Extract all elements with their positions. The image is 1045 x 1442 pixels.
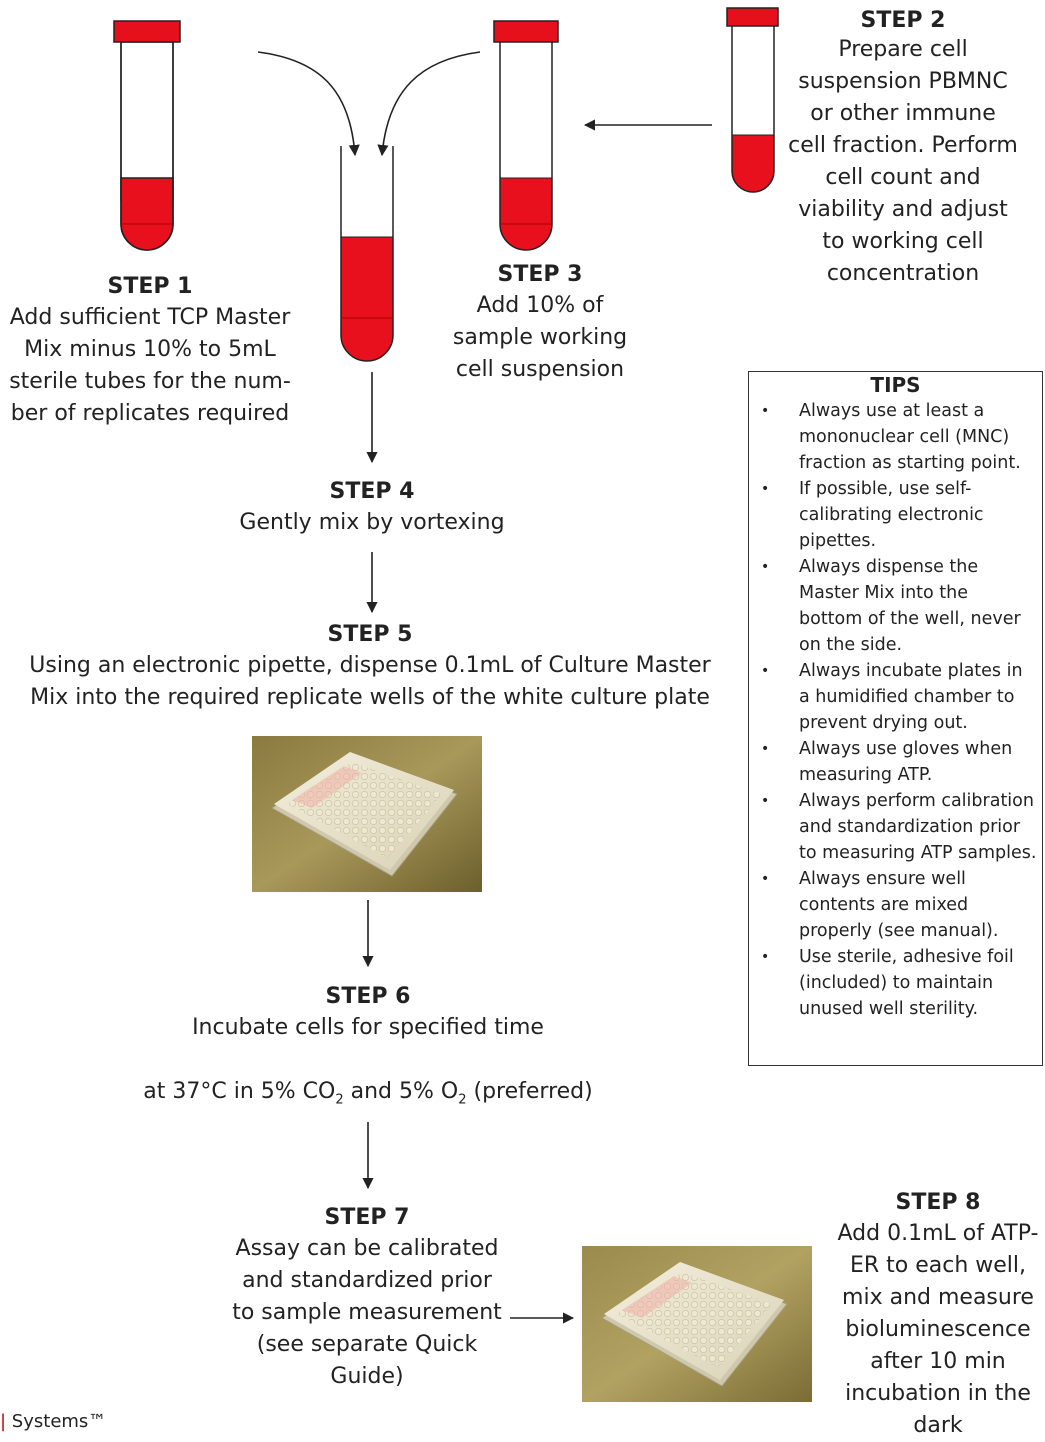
step6-title: STEP 6 [325, 984, 411, 1009]
tube-step2 [726, 7, 779, 193]
step3-body: Add 10% of sample working cell suspensio… [452, 293, 628, 382]
step8-title: STEP 8 [895, 1190, 981, 1215]
step4-title: STEP 4 [329, 479, 415, 504]
step3-title: STEP 3 [497, 262, 583, 287]
tube-cap [493, 20, 559, 43]
tube-mix [340, 146, 394, 362]
arrow-tube3-to-mix [377, 51, 481, 157]
tip-item: Use sterile, adhesive foil (included) to… [749, 944, 1042, 1022]
footer-brand: | Systems™ [0, 1411, 106, 1433]
tube-cap [113, 20, 181, 43]
step6-line1: Incubate cells for specified time [192, 1015, 544, 1040]
step6-line2-b: and 5% O [343, 1079, 459, 1104]
tip-item: Always use at least a mononuclear cell (… [749, 398, 1042, 476]
step2-body: Prepare cell suspension PBMNC or other i… [788, 37, 1018, 286]
tip-item: Always use gloves when measuring ATP. [749, 736, 1042, 788]
step6-line2-a: at 37°C in 5% CO [143, 1079, 336, 1104]
tube-step3 [493, 20, 559, 251]
step6-co2-subscript: 2 [335, 1092, 344, 1108]
step4-body: Gently mix by vortexing [239, 510, 505, 535]
tips-list: Always use at least a mononuclear cell (… [749, 398, 1042, 1022]
footer-text: Systems™ [6, 1411, 107, 1432]
measurement-plate-photo [582, 1246, 812, 1402]
tube-step1 [113, 20, 181, 251]
tip-item: If possible, use self- calibrating elect… [749, 476, 1042, 554]
tip-item: Always perform calibration and standardi… [749, 788, 1042, 866]
step2-title: STEP 2 [860, 8, 946, 33]
culture-plate-photo [252, 736, 482, 892]
footer-bar: | [0, 1411, 7, 1432]
step8-body: Add 0.1mL of ATP- ER to each well, mix a… [837, 1221, 1039, 1438]
step6-line2: at 37°C in 5% CO2 and 5% O2 (preferred) [118, 1044, 618, 1116]
tip-item: Always incubate plates in a humidified c… [749, 658, 1042, 736]
tips-box: TIPS Always use at least a mononuclear c… [748, 371, 1043, 1066]
step5-body: Using an electronic pipette, dispense 0.… [29, 653, 711, 710]
step7-body: Assay can be calibrated and standardized… [232, 1236, 502, 1389]
step6-line2-c: (preferred) [466, 1079, 593, 1104]
tip-item: Always dispense the Master Mix into the … [749, 554, 1042, 658]
step7-title: STEP 7 [324, 1205, 410, 1230]
tips-title: TIPS [870, 373, 921, 397]
step1-body: Add sufficient TCP Master Mix minus 10% … [9, 305, 291, 426]
step6-o2-subscript: 2 [458, 1092, 467, 1108]
tip-item: Always ensure well contents are mixed pr… [749, 866, 1042, 944]
arrow-tube1-to-mix [257, 51, 360, 157]
tube-cap [726, 7, 779, 27]
step5-title: STEP 5 [327, 622, 413, 647]
step1-title: STEP 1 [107, 274, 193, 299]
